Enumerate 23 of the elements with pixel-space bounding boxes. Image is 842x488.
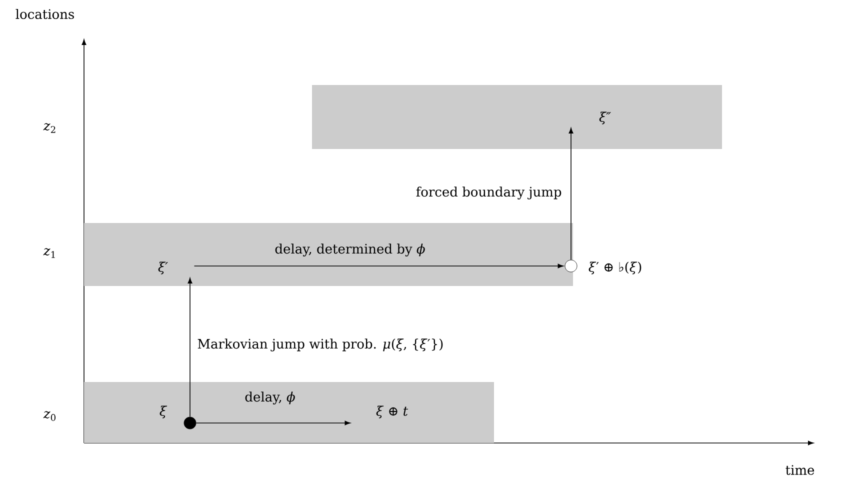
axis-label: locations	[16, 8, 74, 20]
edge-label: delay, ϕ	[245, 392, 295, 404]
edge-label: forced boundary jump	[416, 186, 562, 200]
open-circle	[564, 260, 578, 272]
location-label: z$_{2}$	[43, 123, 56, 133]
location-label: z$_{1}$	[43, 248, 55, 258]
edge-label: delay, determined by ϕ	[275, 244, 425, 256]
state-label: ξ′	[158, 262, 168, 274]
arrow	[194, 264, 564, 268]
location-label: z$_{0}$	[43, 411, 56, 421]
edge-label: Markovian jump with prob. μ(ξ, {ξ′})	[198, 338, 443, 352]
state-label: ξ	[160, 406, 168, 418]
band	[312, 85, 722, 149]
band	[84, 223, 573, 286]
band	[84, 382, 494, 443]
arrow	[188, 278, 192, 418]
state-label: ξ′ ⊕ ♭(ξ)	[588, 262, 642, 274]
arrow	[196, 420, 350, 426]
filled-dot	[184, 416, 196, 430]
state-label: ξ″	[599, 112, 611, 124]
state-label: ξ ⊕ t	[376, 406, 408, 418]
arrow	[568, 128, 574, 260]
axis-label: time	[786, 465, 814, 475]
